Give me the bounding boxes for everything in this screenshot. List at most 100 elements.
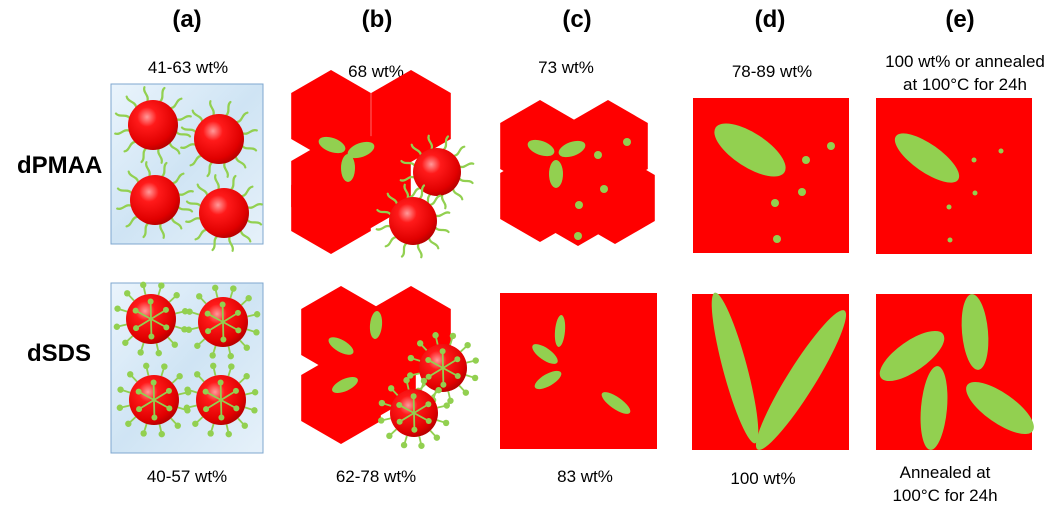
ligand-chain (176, 114, 192, 121)
green-dot (827, 142, 835, 150)
surfactant-head (184, 386, 191, 393)
surfactant-head (251, 389, 259, 396)
ligand-chain (208, 100, 215, 116)
ligand-chain (180, 143, 196, 150)
surfactant-head (233, 405, 240, 412)
ligand-chain (400, 159, 416, 167)
surfactant-head (147, 298, 154, 305)
bottom-wt-c: 83 wt% (557, 467, 613, 486)
surfactant-head (161, 363, 168, 370)
ligand-chain (410, 143, 422, 156)
surfactant-head (410, 393, 417, 400)
green-dot (802, 156, 810, 164)
surfactant-head (386, 432, 393, 440)
ligand-chain (170, 217, 183, 230)
green-domain (714, 123, 786, 177)
surfactant-head (420, 377, 428, 385)
green-domain (369, 311, 383, 339)
surfactant-head (411, 426, 418, 433)
dpmaa-particle (185, 174, 263, 252)
surfactant-head (165, 387, 172, 394)
ligand-chain (429, 194, 442, 206)
surfactant-head (158, 282, 165, 289)
ligand-chain (403, 183, 410, 199)
ligand-chain (116, 204, 132, 211)
dsds-particle (378, 377, 450, 449)
surfactant-head (407, 372, 414, 379)
top-wt-d: 78-89 wt% (731, 62, 813, 81)
green-dot (600, 185, 608, 193)
surfactant-head (196, 293, 203, 300)
green-domain (961, 294, 989, 370)
surfactant-head (162, 306, 169, 313)
surfactant-head (186, 308, 193, 315)
green-domain (879, 330, 945, 382)
green-domain (920, 366, 948, 450)
ligand-chain (170, 97, 183, 110)
ligand-chain (161, 161, 168, 178)
green-dot (594, 151, 602, 159)
column-label-b: (b) (361, 6, 393, 33)
surfactant-head (378, 399, 386, 407)
ligand-chain (223, 162, 230, 178)
ligand-chain (247, 202, 263, 209)
green-dot (947, 237, 953, 243)
row-label-dsds: dSDS (27, 340, 92, 367)
surfactant-head (454, 356, 461, 363)
top-wt-c: 73 wt% (538, 58, 594, 77)
ligand-chain (459, 162, 475, 169)
ligand-chain (114, 129, 130, 136)
surfactant-head (117, 386, 124, 393)
surfactant-head (158, 430, 165, 438)
green-domain (966, 381, 1034, 435)
green-domain (527, 139, 555, 157)
green-dot (575, 201, 583, 209)
green-domain (532, 344, 558, 364)
surfactant-head (140, 430, 147, 437)
dpmaa-particle (180, 100, 258, 178)
surfactant-head (163, 324, 170, 331)
surfactant-head (194, 371, 201, 378)
green-domain (894, 133, 960, 183)
surfactant-head (425, 401, 432, 408)
surfactant-head (230, 285, 237, 292)
surfactant-head (207, 430, 214, 437)
surfactant-head (433, 434, 441, 441)
surfactant-head (425, 418, 432, 425)
green-dot (798, 188, 806, 196)
ligand-chain (418, 184, 426, 200)
ligand-chain (428, 237, 440, 250)
ligand-chain (142, 222, 149, 239)
surfactant-head (454, 373, 461, 380)
surfactant-head (127, 371, 134, 378)
green-domain (332, 376, 358, 394)
ligand-chain (399, 175, 415, 182)
green-dot (574, 232, 582, 240)
surfactant-head (174, 422, 181, 429)
ligand-chain (172, 172, 185, 185)
surfactant-head (471, 374, 479, 382)
panel-c-bottom-square (500, 293, 657, 449)
ligand-chain (400, 242, 408, 258)
ligand-chain (168, 142, 181, 155)
ligand-chain (185, 217, 201, 224)
surfactant-head (125, 420, 132, 427)
ligand-chain (142, 86, 149, 102)
ligand-chain (440, 194, 447, 210)
surfactant-head (219, 301, 226, 308)
surfactant-head (439, 348, 446, 355)
ligand-chain (196, 183, 209, 196)
ligand-chain (434, 226, 450, 234)
surfactant-head (155, 349, 162, 357)
ligand-chain (234, 156, 247, 169)
surfactant-head (143, 362, 150, 370)
surfactant-head (204, 310, 211, 317)
ligand-chain (159, 223, 166, 239)
surfactant-head (403, 377, 410, 384)
dsds-particle (185, 284, 261, 360)
surfactant-head (150, 379, 157, 386)
surfactant-head (440, 381, 447, 388)
surfactant-head (114, 305, 121, 312)
surfactant-head (443, 402, 450, 409)
surfactant-head (136, 406, 143, 413)
